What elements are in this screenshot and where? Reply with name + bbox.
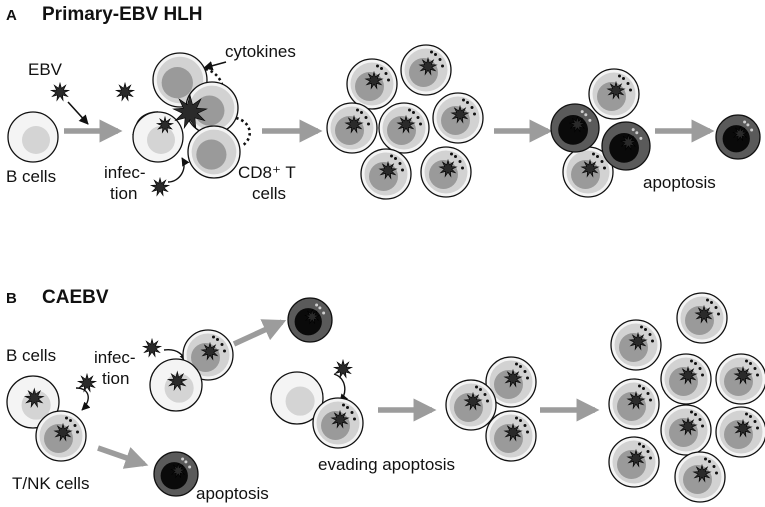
panel-a-title: Primary-EBV HLH <box>42 4 203 25</box>
label-apoptosis-b: apoptosis <box>196 484 269 503</box>
b-cell-icon <box>7 111 59 163</box>
process-arrow <box>232 319 287 347</box>
infected-t-cell-icon <box>660 353 712 405</box>
infected-t-cell-icon <box>360 148 412 200</box>
label-b-cells-a: B cells <box>6 167 56 186</box>
apoptotic-cell-icon <box>153 451 199 497</box>
label-cd8-a1: CD8⁺ T <box>238 163 296 182</box>
panel-b: B CAEBV B cells infec- tion T/NK cells a… <box>6 287 765 503</box>
label-apoptosis-a: apoptosis <box>643 173 716 192</box>
panel-a: A Primary-EBV HLH EBV cytokines B cells … <box>6 4 761 203</box>
infected-t-cell-icon <box>608 378 660 430</box>
arrow-infection-a2 <box>167 157 190 183</box>
panel-a-letter: A <box>6 7 17 24</box>
label-cytokines: cytokines <box>225 42 296 61</box>
label-b-cells-b: B cells <box>6 346 56 365</box>
infected-t-cell-icon <box>346 58 398 110</box>
virus-icon <box>114 81 136 102</box>
infected-t-cell-icon <box>660 404 712 456</box>
infected-t-cell-icon <box>326 102 378 154</box>
virus-icon <box>49 81 71 102</box>
process-arrow <box>97 445 149 469</box>
infected-t-cell-icon <box>610 319 662 371</box>
virus-icon <box>149 176 171 197</box>
cytokine-arrowhead <box>203 61 227 71</box>
t-cell-icon <box>187 125 241 179</box>
cytokine-arc-right <box>235 116 251 148</box>
panel-b-letter: B <box>6 290 17 307</box>
label-ebv: EBV <box>28 60 63 79</box>
label-infection-a1: infec- <box>104 163 146 182</box>
infected-t-cell-icon <box>378 102 430 154</box>
apoptotic-cell-icon <box>601 121 651 171</box>
t-cell-icon <box>185 81 239 135</box>
label-infection-a2: tion <box>110 184 137 203</box>
infected-t-cell-icon <box>562 146 614 198</box>
infected-t-cell-icon <box>400 44 452 96</box>
infected-t-cell-icon <box>674 451 726 503</box>
apoptotic-cell-icon <box>715 114 761 160</box>
infected-t-cell-icon <box>312 397 364 449</box>
infected-t-cell-icon <box>445 379 497 431</box>
infected-t-cell-icon <box>715 406 765 458</box>
virus-icon <box>141 337 163 358</box>
b-cell-icon <box>6 375 60 429</box>
label-tnk-cells: T/NK cells <box>12 474 89 493</box>
label-infection-b1: infec- <box>94 348 136 367</box>
arrow-ebv-to-bcell <box>67 101 89 125</box>
infected-t-cell-icon <box>588 68 640 120</box>
infected-t-cell-icon <box>485 356 537 408</box>
apoptotic-cell-icon <box>550 103 600 153</box>
infected-t-cell-icon <box>676 292 728 344</box>
infected-t-cell-icon <box>715 353 765 405</box>
infected-t-cell-icon <box>35 410 87 462</box>
panel-b-title: CAEBV <box>42 287 109 308</box>
b-cell-icon <box>132 111 184 163</box>
b-cell-icon <box>270 371 324 425</box>
label-infection-b2: tion <box>102 369 129 388</box>
virus-icon <box>332 358 354 379</box>
b-cell-icon <box>149 358 203 412</box>
infected-t-cell-icon <box>432 92 484 144</box>
infected-t-cell-icon <box>420 146 472 198</box>
label-cd8-a2: cells <box>252 184 286 203</box>
burst-virus-icon <box>172 93 208 130</box>
virus-icon <box>155 115 175 134</box>
infected-t-cell-icon <box>182 329 234 381</box>
apoptotic-cell-icon <box>287 297 333 343</box>
infected-t-cell-icon <box>485 410 537 462</box>
infected-t-cell-icon <box>608 436 660 488</box>
arrow-infection-b1 <box>75 387 91 411</box>
label-evading-apoptosis: evading apoptosis <box>318 455 455 474</box>
virus-icon <box>76 372 98 393</box>
